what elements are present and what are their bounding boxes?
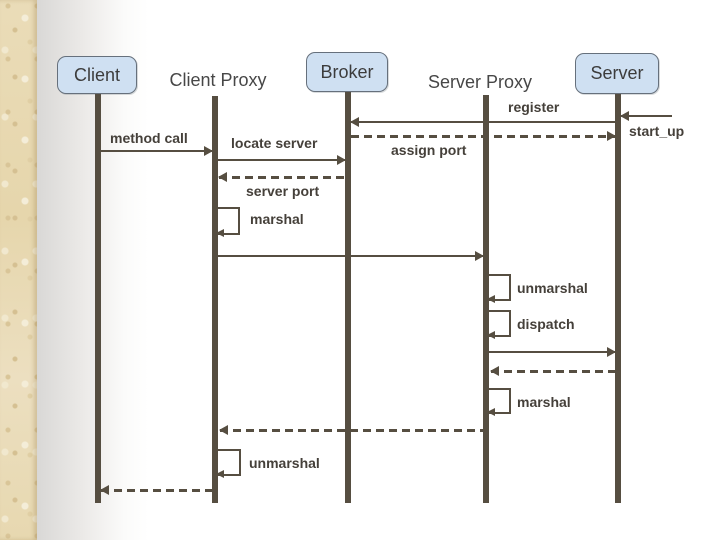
message-locate-server-arrow — [218, 155, 346, 165]
lifeline-client-proxy — [212, 96, 218, 503]
participant-server-box: Server — [575, 53, 659, 94]
message-server-port-label: server port — [246, 183, 320, 199]
message-call-server-arrow — [489, 347, 616, 357]
participant-broker-box: Broker — [306, 52, 388, 92]
message-register-label: register — [508, 99, 560, 115]
message-register-arrow — [350, 117, 618, 127]
participant-client-proxy-label: Client Proxy — [169, 70, 267, 90]
message-server-port-arrow — [218, 172, 345, 182]
self-message-dispatch-label: dispatch — [517, 316, 575, 332]
message-client-reply-arrow — [100, 485, 212, 495]
left-texture-strip — [0, 0, 37, 540]
lifeline-server — [615, 94, 621, 503]
participant-broker-label: Broker — [320, 61, 374, 82]
participant-client-label: Client — [73, 64, 121, 85]
message-method-call-arrow — [101, 146, 213, 156]
participant-server-label: Server — [590, 63, 644, 83]
self-message-dispatch — [487, 310, 511, 339]
message-assign-port-label: assign port — [391, 142, 467, 158]
self-message-unmarshal-server — [487, 274, 511, 303]
message-method-call-label: method call — [110, 130, 188, 146]
message-forward-request-arrow — [218, 251, 484, 261]
self-message-unmarshal-server-label: unmarshal — [517, 280, 588, 296]
lifeline-server-proxy — [483, 95, 489, 503]
lifeline-broker — [345, 92, 351, 503]
self-message-marshal-server — [487, 388, 511, 416]
participant-client-box: Client — [57, 56, 137, 94]
self-message-marshal-client-label: marshal — [250, 211, 304, 227]
self-message-marshal-server-label: marshal — [517, 394, 571, 410]
message-start-up-label: start_up — [629, 123, 685, 139]
message-assign-port-arrow — [351, 131, 616, 141]
self-message-unmarshal-client-label: unmarshal — [249, 455, 320, 471]
participant-server-proxy-label: Server Proxy — [427, 72, 533, 92]
self-message-unmarshal-client — [216, 449, 241, 478]
message-server-reply-arrow — [490, 366, 615, 376]
self-message-marshal-client — [216, 207, 240, 237]
lifeline-client — [95, 94, 101, 503]
message-proxy-reply-arrow — [219, 425, 483, 435]
message-start-up-arrow — [620, 111, 672, 121]
message-locate-server-label: locate server — [231, 135, 318, 151]
